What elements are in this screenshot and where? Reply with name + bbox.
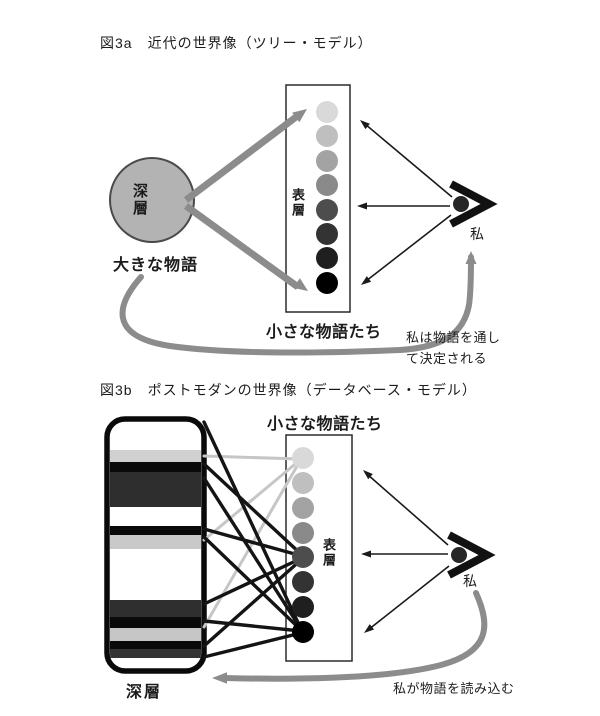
web-lines-dark [202,420,304,659]
tree-arrowheads [292,109,308,291]
database-rect [104,416,207,674]
deep-layer-label-a: 深層 [131,183,148,217]
reading-curve-arrow [212,590,488,684]
small-narratives-label-a: 小さな物語たち [266,324,382,341]
dot [292,497,314,519]
dot [292,472,314,494]
dot [292,571,314,593]
figure-a-title: 図3a 近代の世界像（ツリー・モデル） [100,35,373,51]
eye-icon-b [447,531,496,579]
gaze-arrow-lines-b [366,473,450,631]
tree-arrow-lines [183,114,301,290]
small-narratives-label-b: 小さな物語たち [267,416,383,433]
surface-layer-label-a: 表層 [290,188,305,218]
eye-icon-a [449,180,498,228]
surface-layer-label-b: 表層 [321,538,336,568]
dot [292,447,314,469]
dot [316,272,338,294]
grand-narrative-label: 大きな物語 [113,257,199,274]
dot [292,546,314,568]
db-stripe [110,649,201,658]
dot [316,150,338,172]
database-stripes [110,450,201,658]
caption-a-line1: 私は物語を通し [406,330,501,345]
narrative-dots-b [292,447,314,643]
gaze-arrow-lines-a [364,123,453,282]
figure-b-title: 図3b ポストモダンの世界像（データベース・モデル） [100,382,477,398]
self-label-b: 私 [463,573,477,589]
narrative-dots-a [316,101,338,294]
dot [316,247,338,269]
gaze-arrowheads-b [361,470,375,633]
dot [292,596,314,618]
db-stripe [110,450,201,462]
dot [316,223,338,245]
db-stripe [110,641,201,649]
dot [316,125,338,147]
db-stripe [110,628,201,641]
dot [292,621,314,643]
surface-box-a [285,84,351,313]
db-stripe [110,472,201,507]
deep-layer-label-b: 深層 [126,684,163,701]
dot [316,199,338,221]
self-label-a: 私 [470,226,484,242]
db-stripe [110,617,201,628]
determination-curve-arrow [119,251,477,356]
db-stripe [110,535,201,549]
dot [292,522,314,544]
deep-layer-circle [109,157,195,243]
dot [316,101,338,123]
dot [316,174,338,196]
caption-b: 私が物語を読み込む [393,681,515,696]
caption-a-line2: て決定される [406,351,488,366]
db-stripe [110,526,201,535]
db-stripe [110,462,201,472]
db-stripe [110,600,201,617]
gaze-arrowheads-a [357,120,372,285]
